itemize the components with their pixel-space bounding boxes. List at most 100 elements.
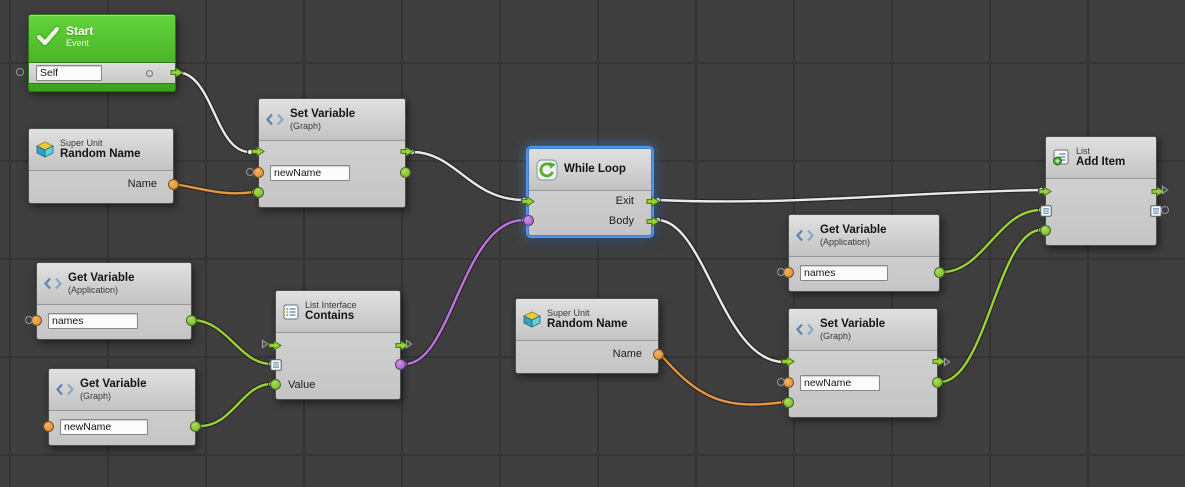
node-title: While Loop — [564, 163, 626, 175]
variable-name-field[interactable]: newName — [270, 165, 350, 181]
edge-while-body-to-set-variable-right[interactable] — [655, 216, 788, 365]
variable-chevrons-icon — [796, 323, 814, 336]
checkmark-icon — [36, 25, 60, 47]
node-while-loop[interactable]: While Loop Exit Body — [521, 148, 660, 236]
value-in-port[interactable] — [783, 397, 794, 408]
variable-name-port[interactable] — [43, 421, 54, 432]
node-set-variable-right[interactable]: Set Variable (Graph) newName — [781, 308, 946, 418]
node-title: Get Variable — [820, 224, 887, 236]
node-header: Set Variable (Graph) — [789, 309, 937, 351]
edge-while-exit-to-add-item[interactable] — [655, 186, 1045, 204]
unconnected-flow-triangle — [405, 339, 413, 349]
node-kind: List — [1076, 146, 1091, 156]
list-target-port[interactable] — [270, 359, 282, 371]
node-get-variable-newname[interactable]: Get Variable (Graph) newName — [43, 368, 201, 446]
name-output-label: Name — [612, 348, 642, 360]
edge-start-to-set-variable[interactable] — [172, 69, 253, 155]
node-list-contains[interactable]: List Interface Contains Value — [268, 290, 409, 400]
unconnected-flow-triangle — [261, 339, 269, 349]
variable-name-field[interactable]: names — [800, 265, 888, 281]
value-out-port[interactable] — [400, 167, 411, 178]
node-subtitle: Event — [66, 38, 90, 48]
node-title: Contains — [305, 310, 355, 322]
node-get-variable-names-right[interactable]: Get Variable (Application) names — [783, 214, 945, 292]
node-kind: Super Unit — [547, 308, 590, 318]
edge-contains-result-to-while-condition[interactable] — [401, 216, 528, 367]
flow-in-port[interactable] — [251, 146, 265, 157]
node-list-add-item[interactable]: List Add Item — [1038, 136, 1165, 246]
node-title: Set Variable — [820, 318, 886, 330]
start-header: Start Event — [29, 15, 175, 57]
unconnected-port-ring — [16, 68, 24, 76]
node-subtitle: (Graph) — [80, 391, 112, 401]
name-output-port[interactable] — [653, 349, 664, 360]
value-out-port[interactable] — [934, 267, 945, 278]
node-title: Get Variable — [80, 378, 147, 390]
flow-in-port[interactable] — [781, 356, 795, 367]
node-header: Super Unit Random Name — [516, 299, 658, 341]
loop-icon — [536, 158, 558, 181]
variable-chevrons-icon — [44, 277, 62, 290]
condition-port[interactable] — [523, 215, 534, 226]
node-random-name-bottom[interactable]: Super Unit Random Name Name — [515, 298, 664, 374]
start-flow-out-port[interactable] — [170, 67, 184, 78]
node-start-event[interactable]: Start Event Self — [28, 14, 184, 92]
variable-chevrons-icon — [266, 113, 284, 126]
exit-flow-out-port[interactable] — [646, 196, 660, 207]
unconnected-port-ring — [246, 168, 254, 176]
edge-get-newname-to-contains-value[interactable] — [194, 380, 274, 429]
value-out-port[interactable] — [186, 315, 197, 326]
node-title: Get Variable — [68, 272, 135, 284]
variable-name-port[interactable] — [253, 167, 264, 178]
node-subtitle: (Application) — [68, 285, 119, 295]
edge-set-variable-right-to-add-item-item[interactable] — [937, 226, 1045, 385]
item-in-port[interactable] — [1040, 225, 1051, 236]
super-unit-cube-icon — [523, 311, 541, 328]
name-output-port[interactable] — [168, 179, 179, 190]
unconnected-port-ring — [777, 378, 785, 386]
node-set-variable-top[interactable]: Set Variable (Graph) newName — [251, 98, 414, 208]
flow-out-port[interactable] — [932, 356, 946, 367]
list-add-icon — [1053, 149, 1069, 166]
result-bool-port[interactable] — [395, 359, 406, 370]
node-random-name-top[interactable]: Super Unit Random Name Name — [28, 128, 179, 204]
unconnected-port-ring — [25, 316, 33, 324]
node-header: List Add Item — [1046, 137, 1156, 179]
node-header: Super Unit Random Name — [29, 129, 173, 171]
flow-in-port[interactable] — [521, 196, 535, 207]
node-header: Get Variable (Application) — [37, 263, 191, 305]
variable-name-field[interactable]: newName — [800, 375, 880, 391]
flow-out-port[interactable] — [1151, 186, 1165, 197]
flow-out-port[interactable] — [400, 146, 414, 157]
unconnected-flow-triangle — [1161, 185, 1169, 195]
node-header: Get Variable (Graph) — [49, 369, 195, 411]
unconnected-port-ring — [1161, 206, 1169, 214]
node-kind: List Interface — [305, 300, 357, 310]
list-icon — [283, 304, 299, 319]
list-in-port[interactable] — [1040, 205, 1052, 217]
variable-name-field[interactable]: newName — [60, 419, 148, 435]
node-get-variable-names-left[interactable]: Get Variable (Application) names — [31, 262, 197, 340]
value-label: Value — [288, 379, 316, 391]
self-field[interactable]: Self — [36, 65, 102, 81]
edge-get-names-right-to-add-item-list[interactable] — [939, 206, 1045, 275]
node-header: While Loop — [529, 149, 651, 191]
exit-label: Exit — [615, 195, 634, 207]
value-out-port[interactable] — [190, 421, 201, 432]
flow-out-port[interactable] — [395, 340, 409, 351]
value-in-port[interactable] — [270, 379, 281, 390]
unconnected-flow-triangle — [943, 357, 951, 367]
self-row: Self — [29, 62, 175, 84]
flow-in-port[interactable] — [1038, 186, 1052, 197]
value-out-port[interactable] — [932, 377, 943, 388]
variable-name-field[interactable]: names — [48, 313, 138, 329]
body-flow-out-port[interactable] — [646, 216, 660, 227]
value-in-port[interactable] — [253, 187, 264, 198]
body-label: Body — [608, 215, 634, 227]
flow-in-port[interactable] — [268, 340, 282, 351]
super-unit-cube-icon — [36, 141, 54, 158]
node-title: Random Name — [547, 318, 628, 330]
edge-set-variable-to-while-loop[interactable] — [408, 148, 528, 203]
edge-randomname-top-to-set-variable-value[interactable] — [171, 180, 257, 196]
